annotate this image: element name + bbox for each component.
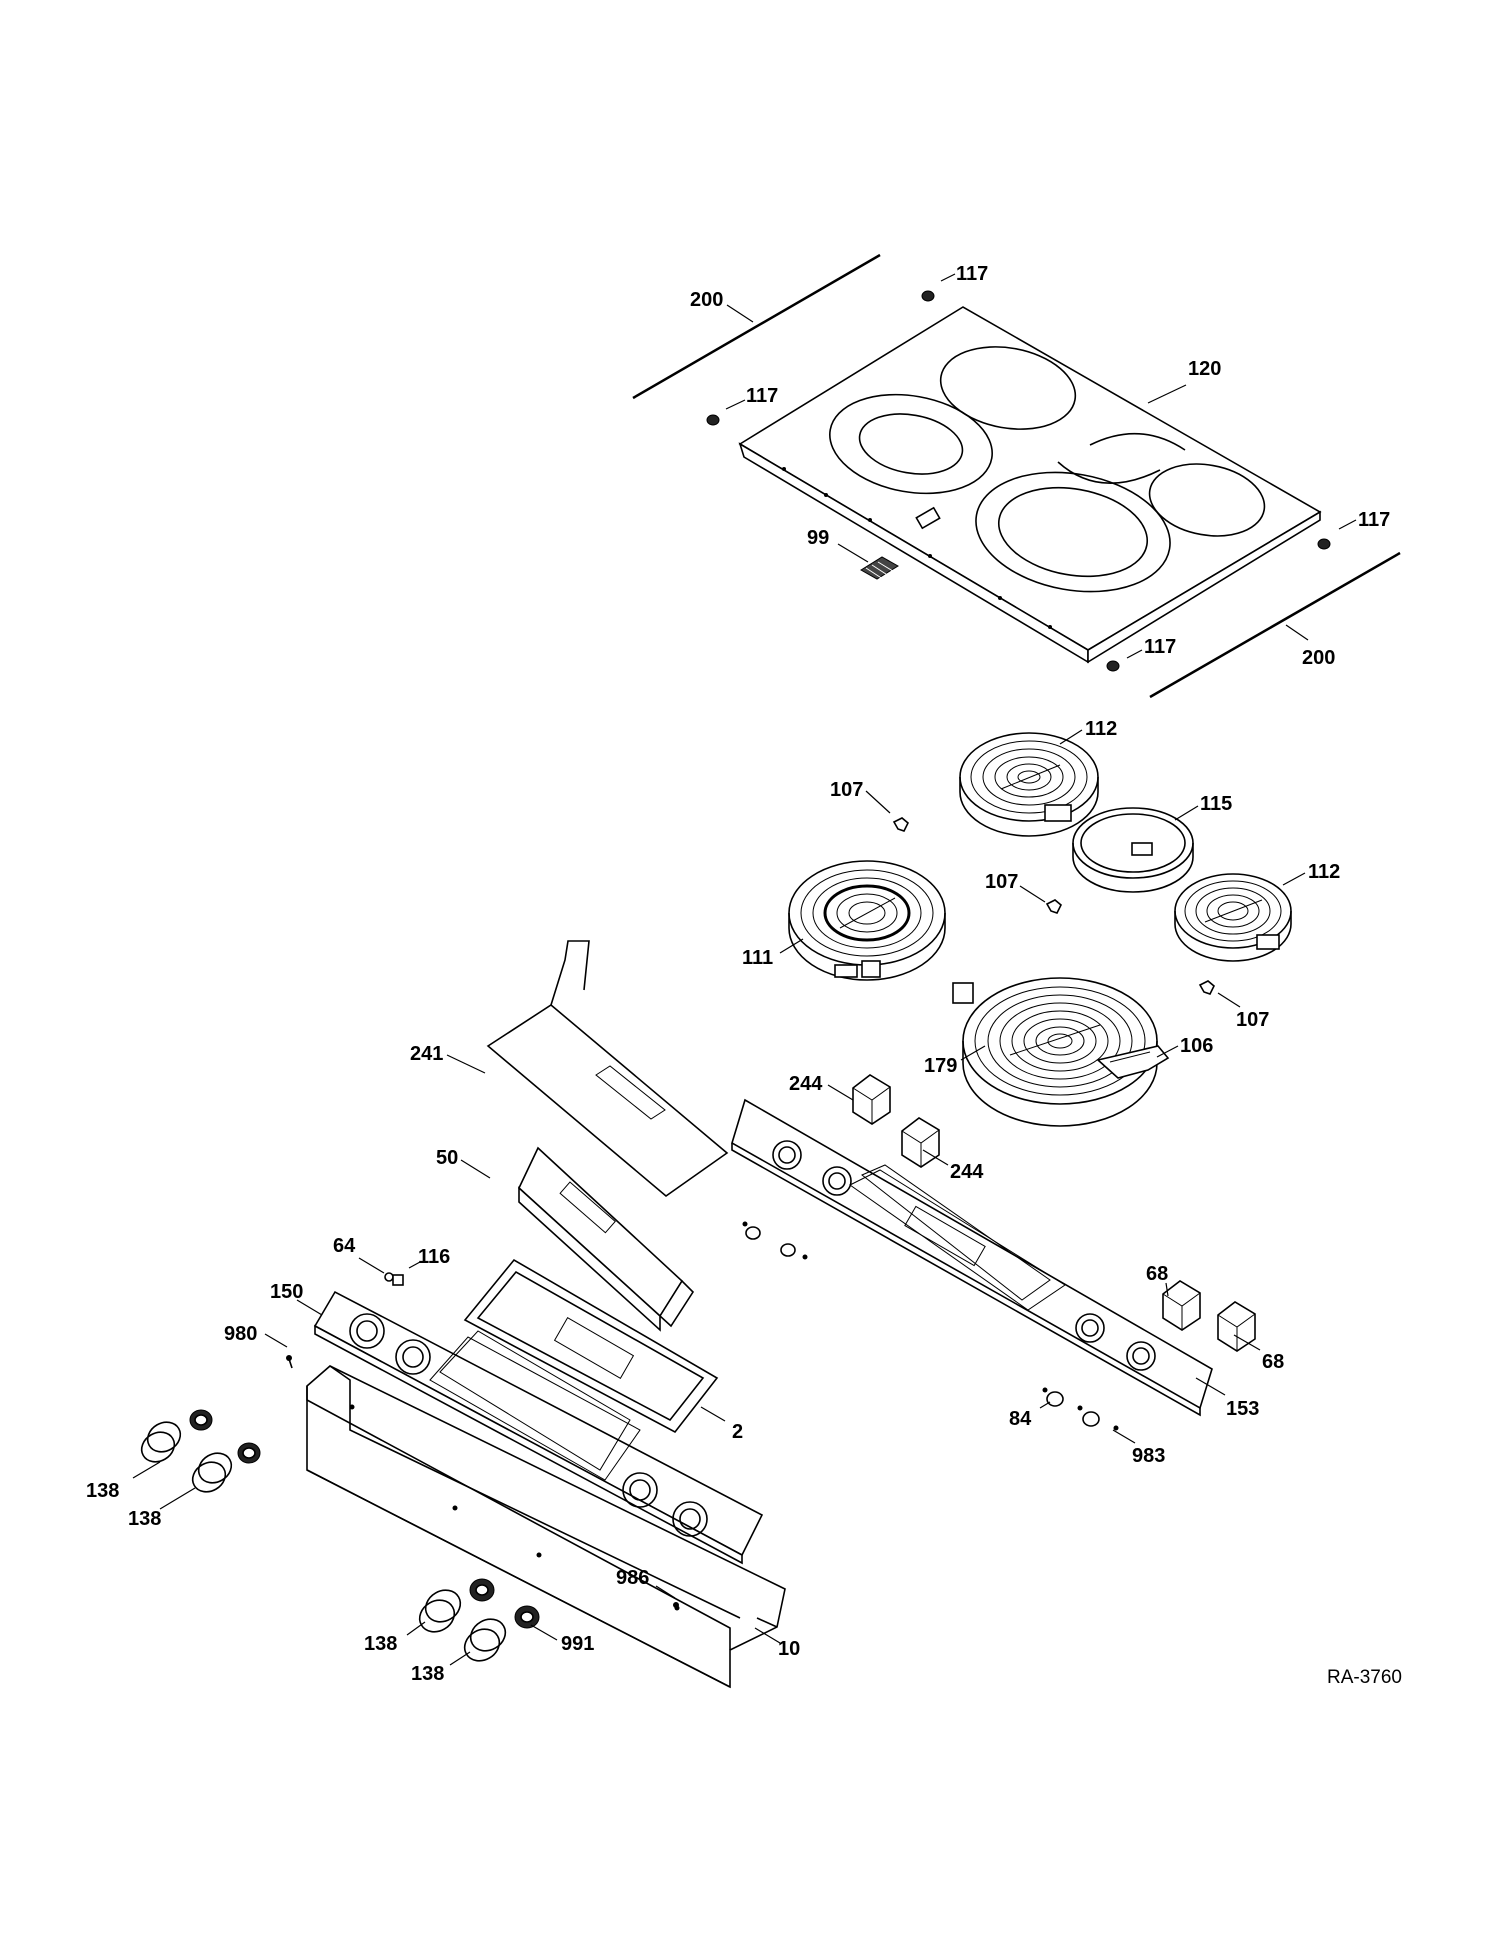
callout-153: 153 bbox=[1226, 1398, 1259, 1420]
callout-986: 986 bbox=[616, 1567, 649, 1589]
callout-labels: 200 117 120 117 99 117 117 200 112 107 1… bbox=[86, 263, 1390, 1685]
callout-980: 980 bbox=[224, 1323, 257, 1345]
element-112-right bbox=[1174, 873, 1292, 962]
pad-99 bbox=[860, 556, 899, 582]
callout-107-left: 107 bbox=[830, 779, 863, 801]
callout-68-right: 68 bbox=[1262, 1351, 1284, 1373]
trim-strip-200-front bbox=[1149, 551, 1401, 699]
callout-983: 983 bbox=[1132, 1445, 1165, 1467]
callout-68-left: 68 bbox=[1146, 1263, 1168, 1285]
element-179 bbox=[952, 977, 1158, 1127]
callout-64: 64 bbox=[333, 1235, 356, 1257]
callout-115: 115 bbox=[1200, 793, 1232, 815]
callout-2: 2 bbox=[732, 1421, 743, 1443]
callout-244-left: 244 bbox=[789, 1073, 823, 1095]
backguard-10 bbox=[306, 1365, 786, 1689]
switch-116 bbox=[392, 1274, 404, 1286]
callout-241: 241 bbox=[410, 1043, 443, 1065]
callout-179: 179 bbox=[924, 1055, 957, 1077]
glass-cooktop-120 bbox=[738, 306, 1322, 664]
callout-138-bottom-left: 138 bbox=[364, 1633, 397, 1655]
callout-50: 50 bbox=[436, 1147, 458, 1169]
callout-116: 116 bbox=[418, 1246, 450, 1268]
switch-68-left bbox=[1162, 1280, 1201, 1331]
callout-117-right: 117 bbox=[1358, 509, 1390, 531]
knob-inserts-991-bottom bbox=[469, 1578, 540, 1629]
knobs-138-bottom bbox=[418, 1589, 507, 1662]
leader-lines bbox=[132, 273, 1357, 1666]
callout-117-left: 117 bbox=[746, 385, 778, 407]
display-window-2 bbox=[463, 1258, 719, 1434]
callout-120: 120 bbox=[1188, 358, 1221, 380]
callout-106: 106 bbox=[1180, 1035, 1213, 1057]
knobs-138-left bbox=[140, 1421, 233, 1493]
switch-244-right bbox=[901, 1117, 940, 1168]
trim-strip-200-rear bbox=[632, 253, 881, 400]
callout-150: 150 bbox=[270, 1281, 303, 1303]
element-111 bbox=[788, 860, 946, 981]
knob-inserts-991-left bbox=[189, 1409, 261, 1464]
screws-983 bbox=[742, 1221, 1119, 1431]
touch-membrane-241 bbox=[486, 940, 729, 1198]
bumper-117-left bbox=[706, 414, 720, 426]
bumper-117-front bbox=[1106, 660, 1120, 672]
callout-112-rear: 112 bbox=[1085, 718, 1117, 740]
callout-117-front: 117 bbox=[1144, 636, 1176, 658]
valves-84-left bbox=[745, 1226, 796, 1257]
callout-84: 84 bbox=[1009, 1408, 1032, 1430]
element-112-rear bbox=[959, 732, 1099, 837]
callout-111: 111 bbox=[742, 947, 773, 969]
callout-200-front: 200 bbox=[1302, 647, 1335, 669]
screw-986 bbox=[673, 1602, 679, 1608]
callout-138-bottom-right: 138 bbox=[411, 1663, 444, 1685]
clip-107-center bbox=[1045, 899, 1062, 914]
bumper-117-rear bbox=[921, 290, 935, 302]
small-part-64 bbox=[384, 1272, 394, 1282]
control-panel-150 bbox=[313, 1290, 764, 1565]
callout-107-right: 107 bbox=[1236, 1009, 1269, 1031]
callout-244-right: 244 bbox=[950, 1161, 984, 1183]
control-board-50 bbox=[518, 1146, 695, 1332]
clip-107-right bbox=[1198, 980, 1215, 995]
valves-84-right bbox=[1046, 1391, 1100, 1427]
callout-117-rear: 117 bbox=[956, 263, 988, 285]
clip-107-left bbox=[892, 817, 909, 832]
callout-10: 10 bbox=[778, 1638, 800, 1660]
callout-112-right: 112 bbox=[1308, 861, 1340, 883]
callout-991: 991 bbox=[561, 1633, 594, 1655]
panel-153 bbox=[731, 1098, 1213, 1417]
callout-99: 99 bbox=[807, 527, 829, 549]
diagram-reference-code: RA-3760 bbox=[1327, 1667, 1402, 1688]
callout-107-center: 107 bbox=[985, 871, 1018, 893]
screw-980 bbox=[286, 1355, 293, 1369]
bracket-106 bbox=[1096, 1045, 1170, 1079]
callout-138-left-bottom: 138 bbox=[128, 1508, 161, 1530]
callout-200-rear: 200 bbox=[690, 289, 723, 311]
callout-138-left-top: 138 bbox=[86, 1480, 119, 1502]
element-115 bbox=[1072, 807, 1194, 893]
bumper-117-right bbox=[1317, 538, 1331, 550]
switch-68-right bbox=[1217, 1301, 1256, 1352]
switch-244-left bbox=[852, 1074, 891, 1125]
